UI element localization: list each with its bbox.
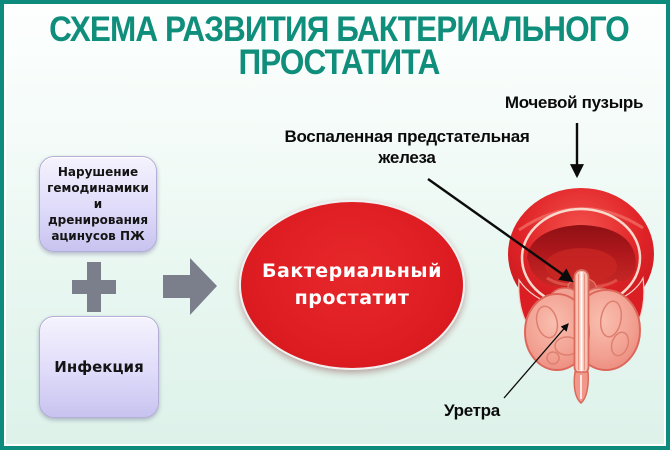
plus-icon-vbar xyxy=(87,262,101,312)
cause-box-infection-label: Инфекция xyxy=(54,358,144,376)
cause-box-infection: Инфекция xyxy=(39,316,159,418)
result-ellipse: Бактериальный простатит xyxy=(239,200,465,370)
bladder-prostate-illustration xyxy=(508,188,654,404)
result-label-line1: Бактериальный xyxy=(262,260,442,282)
plus-icon xyxy=(72,262,116,312)
page-title: СХЕМА РАЗВИТИЯ БАКТЕРИАЛЬНОГО ПРОСТАТИТА xyxy=(38,10,641,82)
bladder-label: Мочевой пузырь xyxy=(504,93,644,112)
inflamed-prostate-label: Воспаленная предстательная железа xyxy=(280,126,534,168)
page-title-line1: СХЕМА РАЗВИТИЯ БАКТЕРИАЛЬНОГО xyxy=(49,10,630,49)
urethra-channel xyxy=(573,269,590,404)
cause-box-hemodynamics-label: Нарушение гемодинамики и дренирования ац… xyxy=(47,165,149,243)
page-title-line2: ПРОСТАТИТА xyxy=(238,43,440,82)
urethra-label: Уретра xyxy=(444,401,500,420)
result-label-line2: простатит xyxy=(294,287,410,309)
right-block-arrow-icon xyxy=(163,258,217,315)
cause-box-hemodynamics: Нарушение гемодинамики и дренирования ац… xyxy=(39,156,157,252)
inflamed-prostate-label-line1: Воспаленная предстательная xyxy=(284,127,530,146)
inflamed-prostate-label-line2: железа xyxy=(378,148,436,167)
